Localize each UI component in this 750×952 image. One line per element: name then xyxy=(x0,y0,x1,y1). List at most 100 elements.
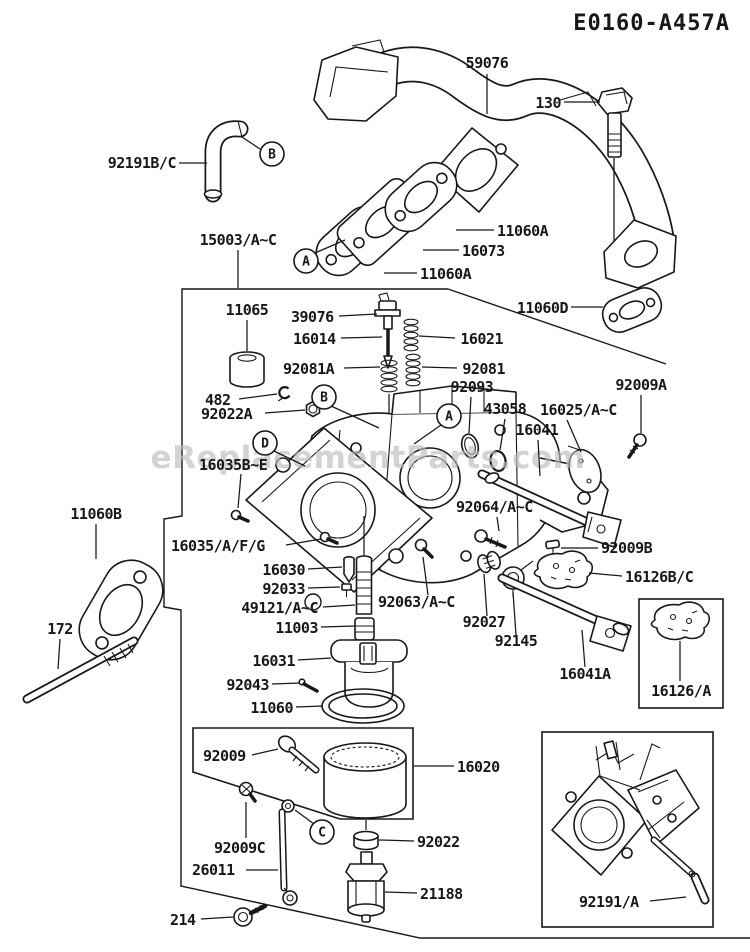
part-label-39076: 39076 xyxy=(291,308,378,326)
callout-b: B xyxy=(311,384,380,429)
part-label-26011: 26011 xyxy=(192,861,278,879)
part-label-92027: 92027 xyxy=(463,573,506,631)
part-label-92081: 92081 xyxy=(421,360,506,378)
part-label-92009A: 92009A xyxy=(615,376,668,433)
part-label-92081A: 92081A xyxy=(283,360,381,378)
part-number-text: 16025/A~C xyxy=(540,401,617,419)
part-label-11060A-bot: 11060A xyxy=(384,265,472,283)
part-number-text: 92022 xyxy=(417,833,460,851)
float-bowl-box xyxy=(192,727,414,830)
part-label-11060D: 11060D xyxy=(517,299,603,317)
part-number-text: 16020 xyxy=(457,758,500,776)
part-number-text: 16021 xyxy=(460,330,503,348)
part-number-text: 92009B xyxy=(601,539,653,557)
assembled-carb-inset xyxy=(541,731,714,928)
part-number-text: 59076 xyxy=(466,54,509,72)
part-number-text: 92009A xyxy=(615,376,667,394)
choke-parts-drawing xyxy=(414,433,647,652)
part-number-text: 16126B/C xyxy=(625,568,693,586)
part-label-16126B-C: 16126B/C xyxy=(588,568,694,586)
part-number-text: 16073 xyxy=(462,242,505,260)
part-label-130: 130 xyxy=(535,94,600,112)
main-jet-drawing xyxy=(341,516,375,641)
callout-a: A xyxy=(293,239,346,274)
part-number-text: 92063/A~C xyxy=(378,593,455,611)
callout-letter-text: B xyxy=(320,391,328,406)
part-number-text: 130 xyxy=(535,94,561,112)
part-number-text: 11060A xyxy=(420,265,472,283)
callout-d: D xyxy=(252,430,306,467)
part-number-text: 92043 xyxy=(226,676,269,694)
part-label-92022A: 92022A xyxy=(201,405,306,423)
part-label-43058: 43058 xyxy=(484,400,527,451)
callout-letter-text: A xyxy=(302,255,310,270)
part-label-16031: 16031 xyxy=(252,652,332,670)
part-number-text: 11060 xyxy=(250,699,293,717)
part-number-text: 214 xyxy=(170,911,196,929)
solenoid-drawing xyxy=(345,830,388,923)
part-label-16041: 16041 xyxy=(516,421,559,477)
part-label-92093: 92093 xyxy=(451,378,494,434)
part-number-text: 16041 xyxy=(516,421,559,439)
part-label-172: 172 xyxy=(47,620,73,670)
body-screws-drawing xyxy=(230,509,339,545)
part-label-92191-A: 92191/A xyxy=(579,893,687,911)
part-number-text: 16035B~E xyxy=(199,456,268,474)
part-label-482: 482 xyxy=(205,391,278,409)
callout-letter-text: C xyxy=(318,826,326,841)
part-number-text: 92191/A xyxy=(579,893,639,911)
part-label-92009C: 92009C xyxy=(214,802,266,857)
assembly-boundary xyxy=(163,288,750,939)
part-number-text: 92022A xyxy=(201,405,253,423)
part-label-11060: 11060 xyxy=(250,699,324,717)
part-number-text: 92093 xyxy=(451,378,494,396)
part-number-text: 92145 xyxy=(495,632,538,650)
callout-letter-text: B xyxy=(268,148,276,163)
part-number-text: 43058 xyxy=(484,400,527,418)
part-label-11060A-top: 11060A xyxy=(456,222,549,240)
part-number-text: 21188 xyxy=(420,885,463,903)
part-number-text: 16126/A xyxy=(651,682,711,700)
part-label-11060B: 11060B xyxy=(70,505,123,559)
carb-gasket-drawing xyxy=(22,559,164,704)
part-number-text: 92064/A~C xyxy=(456,498,533,516)
fuel-line-drawing xyxy=(233,781,298,927)
part-number-text: 16031 xyxy=(252,652,295,670)
part-label-16020: 16020 xyxy=(414,758,501,776)
part-label-16041A: 16041A xyxy=(559,629,612,683)
part-number-text: 16035/A/F/G xyxy=(171,537,265,555)
part-number-text: 92009C xyxy=(214,839,265,857)
part-number-text: 92009 xyxy=(203,747,246,765)
part-label-92043: 92043 xyxy=(226,676,301,694)
part-number-text: 11065 xyxy=(226,301,269,319)
callout-letter-text: D xyxy=(261,437,269,452)
callout-letter-text: A xyxy=(445,410,453,425)
part-label-49121A-C: 49121/A~C xyxy=(241,599,356,617)
part-label-16030: 16030 xyxy=(262,561,343,579)
part-number-text: 26011 xyxy=(192,861,235,879)
part-label-11003: 11003 xyxy=(275,619,356,637)
needle-seat-springs-drawing xyxy=(229,292,421,418)
part-label-92033: 92033 xyxy=(262,580,341,598)
gasket-inset-box xyxy=(638,598,724,709)
part-label-16021: 16021 xyxy=(418,330,504,348)
part-number-text: 92027 xyxy=(463,613,506,631)
part-label-92009B: 92009B xyxy=(561,539,653,557)
part-number-text: 39076 xyxy=(291,308,334,326)
diagram-code-title: E0160-A457A xyxy=(573,11,730,36)
part-label-214: 214 xyxy=(170,911,234,929)
part-number-text: 92081A xyxy=(283,360,335,378)
callout-a: A xyxy=(413,403,462,445)
float-assembly-drawing xyxy=(298,639,408,724)
part-number-text: 482 xyxy=(205,391,231,409)
part-number-text: 172 xyxy=(47,620,73,638)
part-label-21188: 21188 xyxy=(384,885,464,903)
part-number-text: 92081 xyxy=(462,360,505,378)
part-label-16126-A: 16126/A xyxy=(651,641,712,700)
callout-c: C xyxy=(294,809,335,845)
carburetor-body-drawing xyxy=(245,385,609,593)
part-number-text: 16014 xyxy=(293,330,336,348)
part-label-16035B-E: 16035B~E xyxy=(199,456,268,509)
